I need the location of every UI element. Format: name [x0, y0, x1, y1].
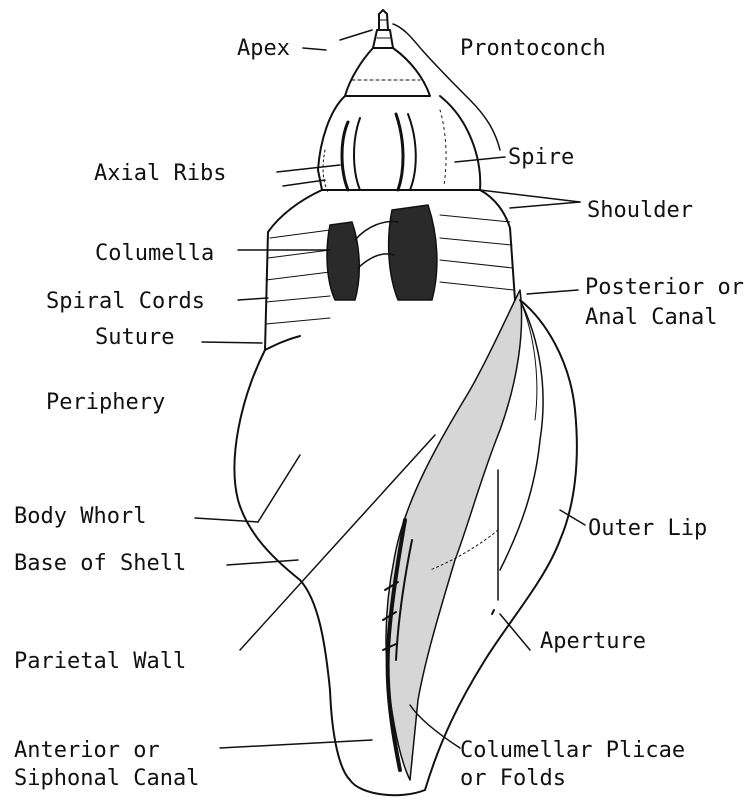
- label-columellar-plicae-line1: Columellar Plicae: [460, 739, 685, 763]
- label-columellar-plicae-line2: or Folds: [460, 767, 566, 791]
- label-posterior-canal-line2: Anal Canal: [585, 306, 717, 330]
- label-posterior-canal-line1: Posterior or: [585, 276, 744, 300]
- label-suture: Suture: [95, 326, 174, 350]
- label-columella: Columella: [95, 242, 214, 266]
- label-protoconch: Prontoconch: [460, 37, 606, 61]
- protoconch-drawing: [373, 10, 393, 48]
- leader-axial-ribs: [277, 165, 340, 172]
- leader-posterior-canal: [527, 290, 578, 294]
- label-axial-ribs: Axial Ribs: [94, 162, 226, 186]
- label-spire: Spire: [508, 146, 574, 170]
- aperture-drawing: [386, 290, 543, 780]
- label-body-whorl: Body Whorl: [14, 505, 146, 529]
- leader-base: [227, 560, 298, 565]
- label-anterior-canal-line2: Siphonal Canal: [14, 767, 199, 791]
- label-periphery: Periphery: [46, 391, 165, 415]
- leader-shoulder-2: [510, 202, 580, 208]
- label-shoulder: Shoulder: [587, 199, 693, 223]
- label-anterior-canal-line1: Anterior or: [14, 739, 160, 763]
- leader-body-whorl: [195, 518, 258, 522]
- columella-drawing: [327, 205, 437, 300]
- leader-spiral-cords: [238, 298, 268, 300]
- leader-body-whorl-2: [258, 455, 300, 522]
- leader-anterior-canal: [220, 740, 372, 748]
- label-aperture: Aperture: [540, 630, 646, 654]
- leader-axial-ribs-2: [283, 180, 325, 186]
- label-apex: Apex: [237, 37, 290, 61]
- leader-apex: [303, 30, 372, 50]
- label-base-of-shell: Base of Shell: [14, 552, 186, 576]
- label-parietal-wall: Parietal Wall: [14, 650, 186, 674]
- leader-suture: [202, 342, 262, 343]
- label-spiral-cords: Spiral Cords: [46, 290, 205, 314]
- label-outer-lip: Outer Lip: [588, 517, 707, 541]
- leader-spire: [455, 157, 505, 162]
- spire-drawing: [318, 48, 480, 192]
- leader-outer-lip: [560, 510, 585, 525]
